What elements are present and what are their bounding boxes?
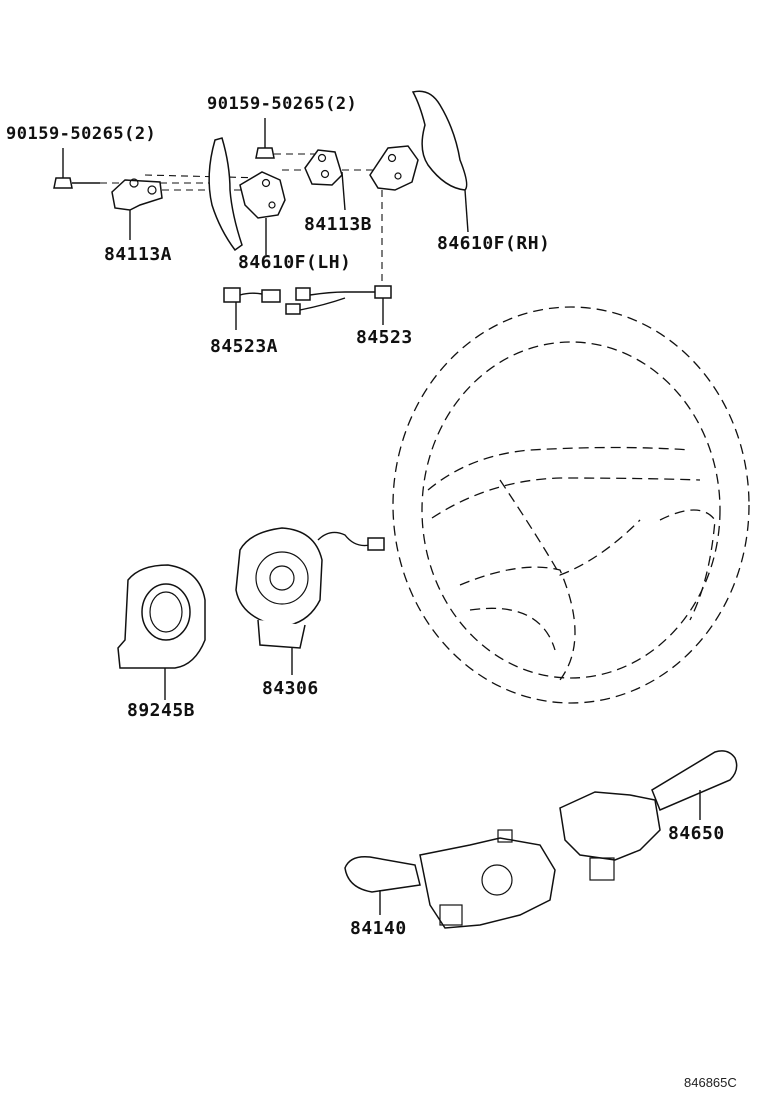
- spiral-cable-84306-part: [235, 527, 385, 675]
- wire-84523-part: [285, 285, 392, 325]
- turn-switch-84140-part: [344, 829, 556, 929]
- bracket-84113b-part: [304, 149, 346, 211]
- paddle-rh-part: [369, 90, 469, 290]
- turn-switch-84140-label: 84140: [350, 918, 407, 939]
- sensor-89245b-part: [117, 564, 206, 700]
- wire-84523a-label: 84523A: [210, 336, 279, 357]
- bolt-left-label: 90159-50265(2): [6, 124, 157, 144]
- sensor-89245b-label: 89245B: [127, 700, 196, 721]
- wiper-switch-84650-part: [559, 750, 738, 881]
- bracket-84113a-label: 84113A: [104, 244, 173, 265]
- paddle-rh-label: 84610F(RH): [437, 233, 551, 254]
- diagram-code: 846865C: [684, 1075, 737, 1090]
- paddle-lh-part: [208, 137, 286, 255]
- steering-wheel-phantom: [392, 306, 750, 704]
- spiral-cable-84306-label: 84306: [262, 678, 319, 699]
- bolt-right-part: [255, 118, 395, 171]
- bracket-84113b-label: 84113B: [304, 214, 373, 235]
- wire-84523-label: 84523: [356, 327, 413, 348]
- wiper-switch-84650-label: 84650: [668, 823, 725, 844]
- bolt-right-label: 90159-50265(2): [207, 94, 358, 114]
- wire-84523a-part: [223, 287, 281, 330]
- paddle-lh-label: 84610F(LH): [238, 252, 352, 273]
